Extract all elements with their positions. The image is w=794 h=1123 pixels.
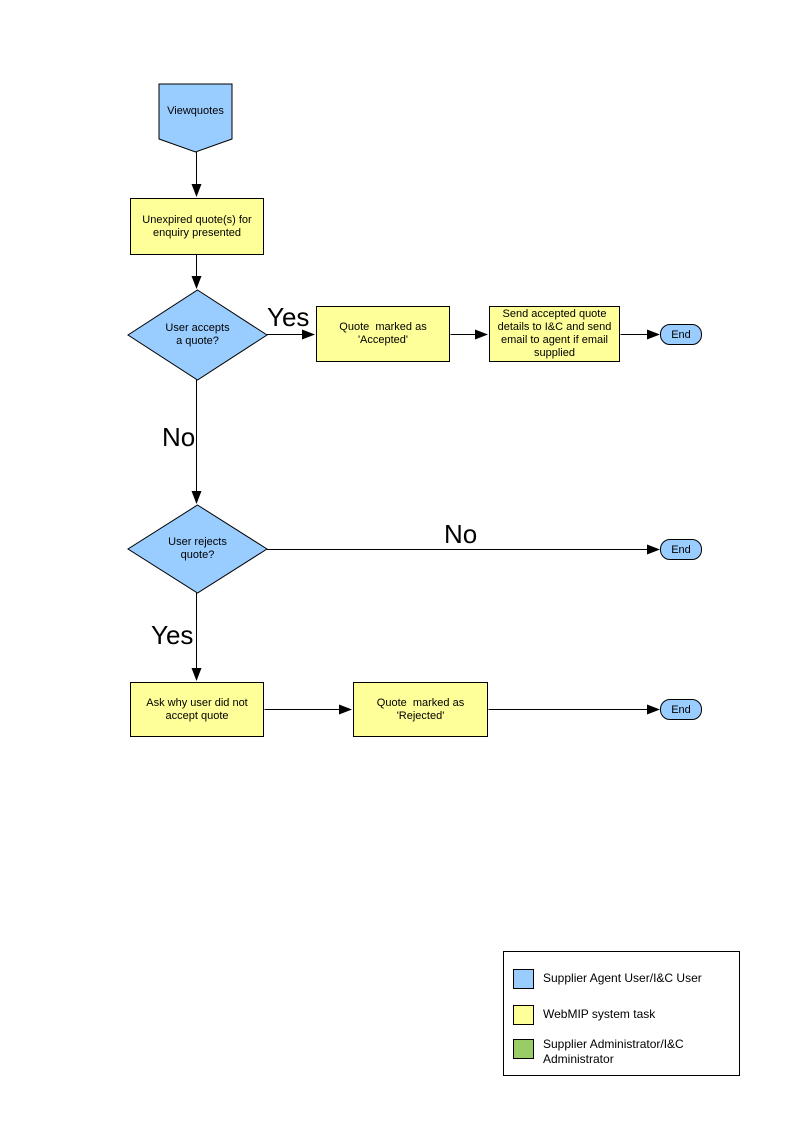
branch-label-no-accept: No bbox=[162, 422, 196, 452]
legend-swatch-webmip-system-task bbox=[513, 1005, 534, 1025]
end-node-rejected: End bbox=[660, 699, 702, 720]
decision-user-accepts-label: User accepts a quote? bbox=[165, 322, 230, 347]
process-quote-marked-accepted: Quote marked as 'Accepted' bbox=[316, 306, 450, 362]
decision-user-rejects-shape bbox=[127, 504, 268, 594]
process-ask-why-not-accept: Ask why user did not accept quote bbox=[130, 682, 264, 737]
legend-swatch-supplier-agent-user bbox=[513, 969, 534, 989]
legend-swatch-supplier-administrator bbox=[513, 1039, 534, 1059]
viewquotes-start-shape bbox=[158, 83, 233, 153]
process-quote-marked-rejected: Quote marked as 'Rejected' bbox=[353, 682, 488, 737]
process-unexpired-quotes: Unexpired quote(s) for enquiry presented bbox=[130, 198, 264, 255]
legend-label-supplier-agent-user: Supplier Agent User/I&C User bbox=[543, 971, 702, 985]
end-node-no-reject: End bbox=[660, 539, 702, 560]
legend-label-webmip-system-task: WebMIP system task bbox=[543, 1007, 656, 1021]
process-send-accepted-details: Send accepted quote details to I&C and s… bbox=[489, 306, 620, 362]
end-node-accepted: End bbox=[660, 324, 702, 345]
legend-box: Supplier Agent User/I&C User WebMIP syst… bbox=[503, 951, 740, 1076]
legend-label-supplier-administrator: Supplier Administrator/I&C Administrator bbox=[543, 1037, 684, 1066]
branch-label-yes-reject: Yes bbox=[151, 620, 194, 650]
branch-label-yes-accept: Yes bbox=[267, 302, 310, 332]
decision-user-accepts-shape bbox=[127, 289, 268, 381]
decision-user-rejects-label: User rejects quote? bbox=[168, 536, 227, 561]
branch-label-no-reject: No bbox=[444, 519, 478, 549]
viewquotes-start-label: Viewquotes bbox=[167, 105, 224, 117]
